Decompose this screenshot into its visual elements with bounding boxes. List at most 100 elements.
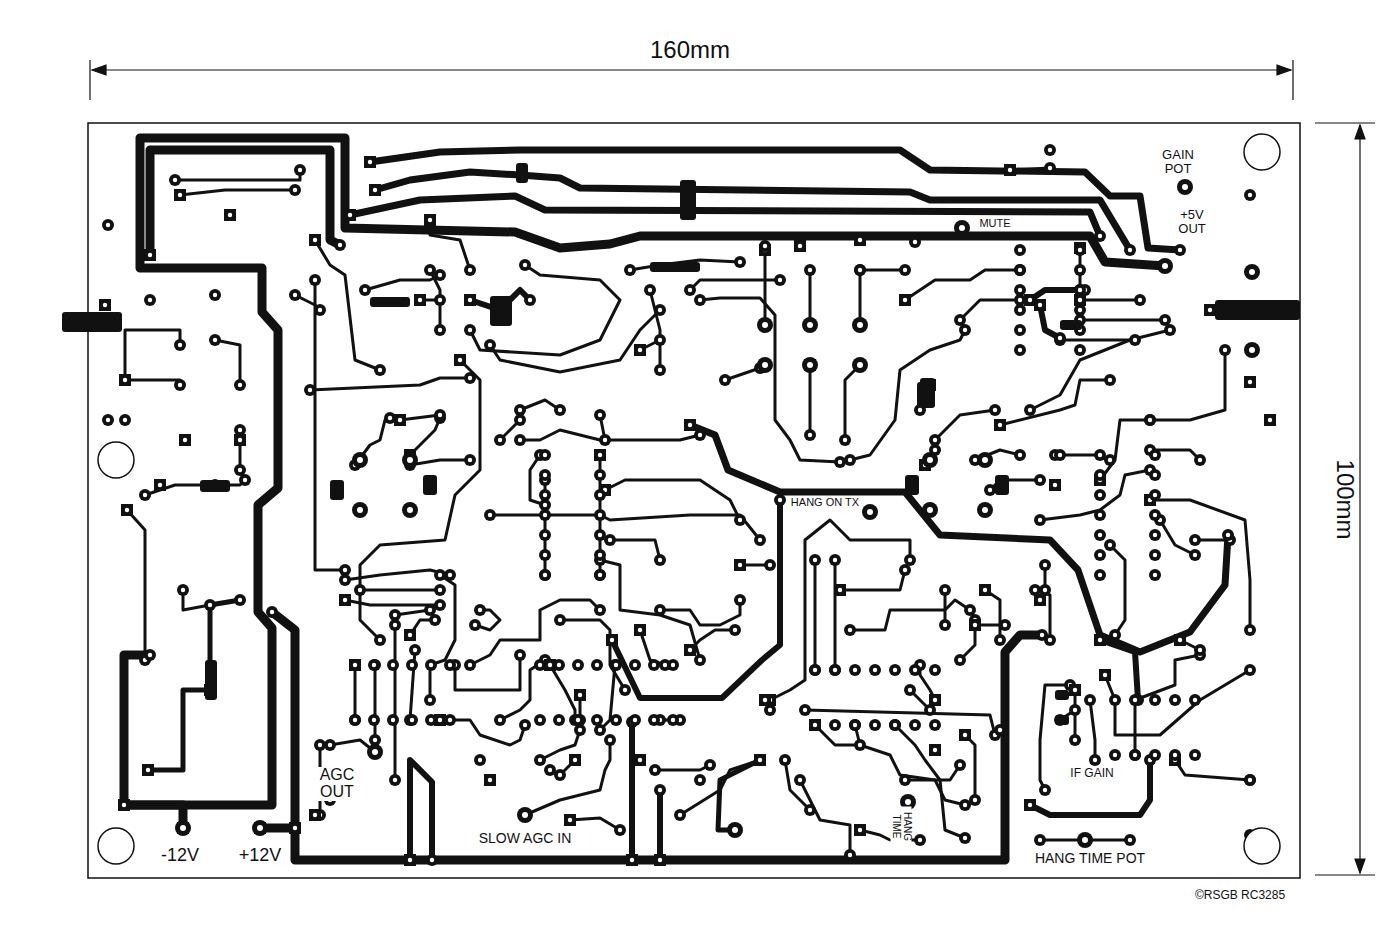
- signal-trace: [1150, 500, 1250, 630]
- power-trace: [1030, 760, 1150, 815]
- solder-pad: [1094, 230, 1106, 242]
- signal-trace: [690, 280, 780, 290]
- solder-pad: [404, 629, 416, 641]
- signal-trace: [345, 600, 440, 605]
- copper-land: [905, 475, 919, 495]
- solder-pad: [954, 759, 966, 771]
- solder-pad: [829, 664, 841, 676]
- connection-label: +5V OUT: [1172, 208, 1212, 235]
- solder-pad: [1189, 749, 1201, 761]
- solder-pad: [334, 239, 346, 251]
- copper-land: [1215, 300, 1300, 320]
- signal-trace: [470, 265, 620, 355]
- large-pad: [352, 452, 368, 468]
- solder-pad: [1074, 304, 1086, 316]
- solder-pad: [969, 794, 981, 806]
- solder-pad: [1149, 489, 1161, 501]
- large-pad: [977, 452, 993, 468]
- solder-pad: [1036, 629, 1048, 641]
- solder-pad: [984, 484, 996, 496]
- solder-pad: [1149, 694, 1161, 706]
- solder-pad: [1089, 754, 1101, 766]
- connection-label: SLOW AGC IN: [477, 831, 574, 846]
- solder-pad: [969, 619, 981, 631]
- solder-pad: [929, 664, 941, 676]
- power-trace: [272, 612, 295, 828]
- solder-pad: [234, 379, 246, 391]
- solder-pad: [594, 449, 606, 461]
- solder-pad: [634, 344, 646, 356]
- solder-pad: [1034, 514, 1046, 526]
- solder-pad: [539, 529, 551, 541]
- solder-pad: [1074, 264, 1086, 276]
- solder-pad: [594, 569, 606, 581]
- solder-pad: [854, 739, 866, 751]
- solder-pad: [1099, 669, 1111, 681]
- solder-pad: [514, 649, 526, 661]
- signal-trace: [1000, 380, 1110, 425]
- signal-trace: [374, 665, 377, 740]
- solder-pad: [519, 719, 531, 731]
- solder-pad: [1144, 414, 1156, 426]
- solder-pad: [629, 714, 641, 726]
- solder-pad: [424, 604, 436, 616]
- solder-pad: [591, 714, 603, 726]
- solder-pad: [425, 714, 437, 726]
- solder-pad: [794, 240, 806, 252]
- solder-pad: [1174, 634, 1186, 646]
- signal-trace: [1110, 545, 1125, 635]
- signal-trace: [180, 190, 295, 195]
- solder-pad: [829, 554, 841, 566]
- solder-pad: [829, 719, 841, 731]
- solder-pad: [1104, 539, 1116, 551]
- solder-pad: [834, 584, 846, 596]
- signal-trace: [355, 418, 390, 465]
- solder-pad: [1024, 799, 1036, 811]
- signal-trace: [605, 480, 740, 520]
- solder-pad: [854, 824, 866, 836]
- solder-pad: [1004, 164, 1016, 176]
- solder-pad: [289, 184, 301, 196]
- solder-pad: [574, 689, 586, 701]
- solder-pad: [719, 374, 731, 386]
- solder-pad: [359, 284, 371, 296]
- solder-pad: [1129, 694, 1141, 706]
- solder-pad: [1174, 244, 1186, 256]
- solder-pad: [899, 774, 911, 786]
- solder-pad: [494, 714, 506, 726]
- solder-pad: [1149, 509, 1161, 521]
- solder-pad: [667, 659, 679, 671]
- signal-trace: [845, 365, 860, 440]
- solder-pad: [1149, 749, 1161, 761]
- solder-pad: [1074, 344, 1086, 356]
- solder-pad: [554, 404, 566, 416]
- solder-pad: [854, 264, 866, 276]
- solder-pad: [849, 719, 861, 731]
- solder-pad: [1094, 509, 1106, 521]
- signal-trace: [1080, 319, 1165, 322]
- signal-trace: [215, 340, 240, 385]
- signal-trace: [1105, 670, 1250, 735]
- solder-pad: [1244, 376, 1256, 388]
- solder-pad: [684, 644, 696, 656]
- solder-pad: [674, 809, 686, 821]
- copper-land: [1055, 715, 1069, 725]
- solder-pad: [929, 719, 941, 731]
- signal-trace: [570, 818, 620, 830]
- power-trace: [657, 790, 663, 860]
- solder-pad: [1074, 284, 1086, 296]
- copper-land: [370, 297, 410, 307]
- solder-pad: [1129, 334, 1141, 346]
- large-pad: [757, 357, 773, 373]
- solder-pad: [349, 714, 361, 726]
- copper-land: [423, 475, 437, 495]
- solder-pad: [634, 754, 646, 766]
- solder-pad: [234, 464, 246, 476]
- solder-pad: [121, 504, 133, 516]
- solder-pad: [1129, 749, 1141, 761]
- copper-land: [516, 163, 528, 183]
- signal-trace: [764, 250, 767, 325]
- solder-pad: [474, 604, 486, 616]
- solder-pad: [594, 549, 606, 561]
